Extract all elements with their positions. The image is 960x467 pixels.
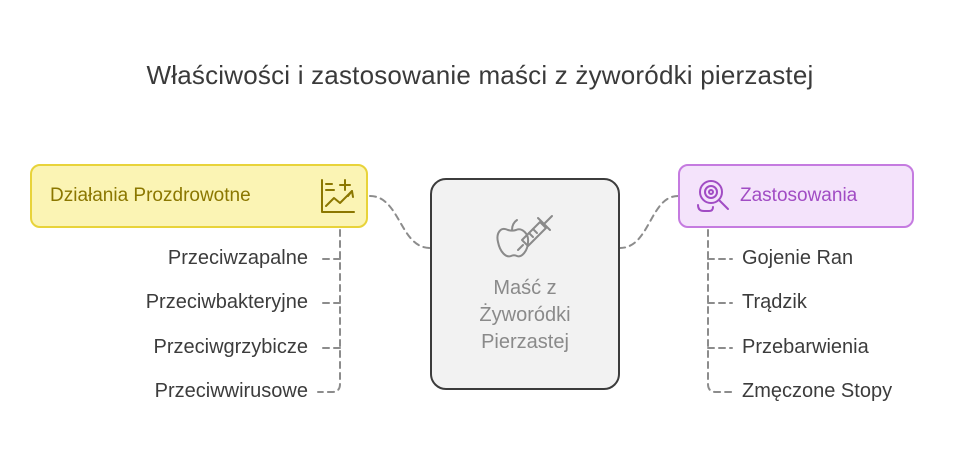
application-item: Przebarwienia — [742, 336, 869, 358]
health-effect-item: Przeciwzapalne — [167, 247, 308, 269]
application-item: Zmęczone Stopy — [742, 380, 893, 402]
chart-plus-icon — [321, 179, 355, 213]
node-health-effects-label: Działania Prozdrowotne — [50, 185, 251, 206]
application-item: Trądzik — [742, 291, 807, 313]
node-applications-label: Zastosowania — [740, 185, 858, 206]
connector-left-center — [369, 195, 431, 249]
application-item: Gojenie Ran — [742, 247, 854, 269]
health-effect-item: Przeciwbakteryjne — [145, 291, 308, 313]
central-node-line-2: Żyworódki — [479, 304, 571, 326]
central-node-line-1: Maść z — [493, 277, 557, 299]
diagram-title: Właściwości i zastosowanie maści z żywor… — [146, 60, 814, 90]
connector-right-trunk — [707, 229, 733, 393]
magnifier-gear-icon — [697, 180, 729, 212]
apple-syringe-icon — [496, 215, 553, 258]
node-applications: Zastosowania — [678, 164, 914, 228]
connector-right-center — [619, 195, 679, 249]
central-node: Maść z Żyworódki Pierzastej — [430, 178, 620, 390]
health-effect-item: Przeciwwirusowe — [154, 380, 308, 402]
health-effect-item: Przeciwgrzybicze — [153, 336, 308, 358]
connector-left-trunk — [317, 229, 341, 393]
central-node-line-3: Pierzastej — [481, 331, 569, 353]
node-health-effects: Działania Prozdrowotne — [30, 164, 368, 228]
